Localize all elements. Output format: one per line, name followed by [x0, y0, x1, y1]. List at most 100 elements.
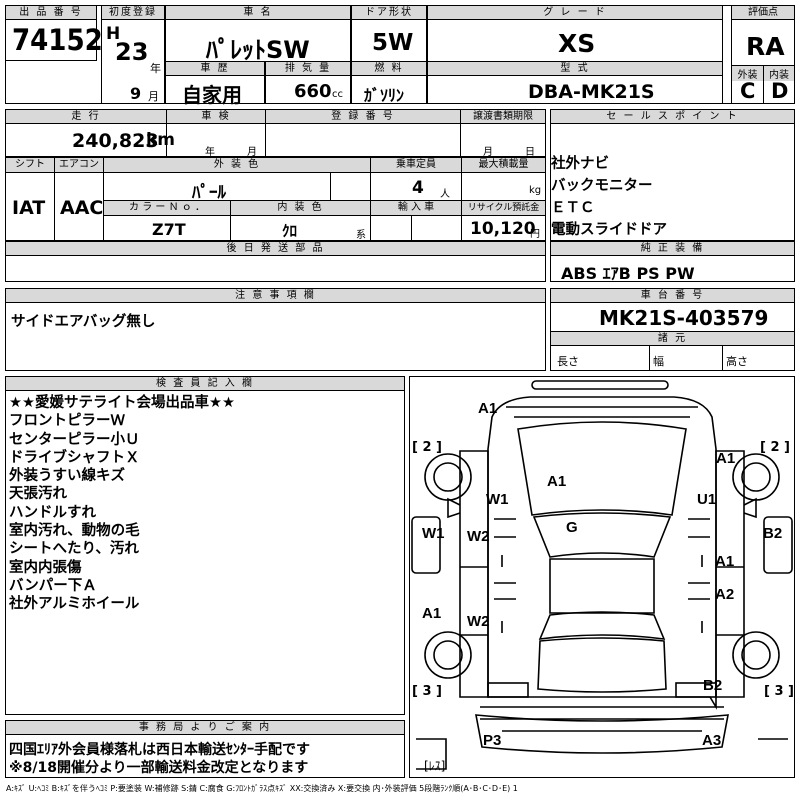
- recycle-unit: 円: [530, 229, 540, 240]
- damage-diagram-box: A1 A1 A1 W1 U1 W1 B2 W2 G A1 A1 A2 W2 B2…: [409, 376, 795, 778]
- inspector-note: シートへたり、汚れ: [9, 541, 139, 558]
- inspection-year-unit: 年: [205, 147, 215, 158]
- inspector-note: フロントピラーＷ: [9, 413, 125, 430]
- sales-point-item: 社外ナビ: [551, 156, 609, 172]
- inspector-box: 検 査 員 記 入 欄 ★★愛媛サテライト会場出品車★★ フロントピラーＷ セン…: [5, 376, 405, 715]
- damage-mark: W2: [467, 528, 490, 545]
- inspector-note: センターピラー小Ｕ: [9, 431, 140, 448]
- office-label: 事 務 局 よ り ご 案 内: [6, 721, 404, 735]
- damage-mark: U1: [697, 491, 717, 508]
- inspector-notes: ★★愛媛サテライト会場出品車★★ フロントピラーＷ センターピラー小Ｕ ドライブ…: [9, 394, 235, 614]
- inspection-label: 車 検: [167, 110, 265, 124]
- recycle-label: リサイクル預託金: [461, 200, 546, 216]
- car-name-value: ﾊﾟﾚｯﾄSW: [206, 36, 310, 64]
- inspector-note: ★★愛媛サテライト会場出品車★★: [9, 395, 235, 411]
- specs-label: 諸 元: [551, 331, 794, 346]
- later-parts-label: 後 日 発 送 部 品: [6, 242, 545, 256]
- int-score-value: D: [771, 79, 789, 103]
- score-box: 評価点 RA 外装 内装 C D: [731, 5, 795, 104]
- first-registration-label: 初度登録: [102, 6, 164, 20]
- damage-mark: A1: [422, 605, 442, 622]
- damage-mark: A1: [478, 400, 498, 417]
- mileage-unit: km: [146, 130, 176, 150]
- doors-box: ドア形状 5W: [351, 5, 427, 62]
- bracket-note: [ 3 ]: [412, 684, 442, 699]
- model-value: DBA-MK21S: [528, 81, 655, 103]
- fuel-value: ｶﾞｿﾘﾝ: [364, 86, 405, 105]
- history-box: 車 歴 自家用: [165, 61, 265, 107]
- height-label: 高さ: [726, 355, 748, 368]
- displacement-value: 660: [294, 81, 332, 102]
- inspector-note: バンパー下Ａ: [9, 577, 97, 594]
- doors-value: 5W: [372, 30, 414, 56]
- damage-mark: W2: [467, 613, 490, 630]
- chassis-value: MK21S-403579: [599, 306, 769, 330]
- mileage-box: 走 行 240,823 km: [5, 109, 175, 157]
- ext-color-value: ﾊﾟｰﾙ: [192, 183, 226, 203]
- damage-mark: G: [566, 519, 578, 536]
- model-box: 型 式 DBA-MK21S: [427, 61, 723, 104]
- lot-number-value: 74152: [12, 23, 103, 57]
- later-parts-box: 後 日 発 送 部 品: [5, 241, 546, 282]
- damage-mark: B2: [703, 677, 723, 694]
- ext-color-label: 外 装 色: [103, 157, 371, 173]
- inspector-note: 社外アルミホイール: [9, 596, 140, 613]
- sales-point-item: ＥＴＣ: [551, 200, 595, 216]
- score-label: 評価点: [732, 6, 794, 20]
- bracket-note: [ 2 ]: [412, 440, 442, 455]
- car-diagram: [411, 380, 793, 770]
- doors-label: ドア形状: [352, 6, 426, 20]
- reg-year-unit: 年: [150, 62, 161, 75]
- fuel-label: 燃 料: [352, 62, 426, 76]
- transfer-doc-box: 譲渡書類期限 月 日: [460, 109, 546, 158]
- reg-month-unit: 月: [148, 90, 159, 103]
- width-label: 幅: [653, 355, 664, 368]
- sales-points-label: セ ー ル ス ポ イ ン ト: [551, 110, 794, 124]
- inspection-month-unit: 月: [247, 147, 257, 158]
- damage-mark: A3: [702, 732, 722, 749]
- damage-mark: A1: [547, 473, 567, 490]
- inspector-note: 外装うすい線キズ: [9, 468, 125, 485]
- displacement-label: 排 気 量: [266, 62, 350, 76]
- damage-mark: A1: [715, 553, 735, 570]
- caution-box: 注 意 事 項 欄 サイドエアバッグ無し: [5, 288, 546, 371]
- registration-label: 登 録 番 号: [266, 110, 460, 124]
- damage-mark: P3: [483, 732, 502, 749]
- history-label: 車 歴: [166, 62, 264, 76]
- ext-score-label: 外装: [732, 66, 763, 81]
- color-no-label: カ ラ ー Ｎ ｏ ．: [103, 200, 231, 216]
- damage-mark: W1: [422, 525, 445, 542]
- inspector-note: 室内内張傷: [9, 559, 82, 576]
- chassis-label: 車 台 番 号: [551, 289, 794, 303]
- capacity-unit: 人: [440, 189, 450, 200]
- registration-box: 登 録 番 号: [265, 109, 461, 157]
- shift-label: シフト: [5, 157, 55, 173]
- grade-value: XS: [558, 29, 596, 58]
- less-note: [ﾚｽ]: [424, 759, 446, 773]
- history-value: 自家用: [182, 83, 242, 107]
- damage-mark: A1: [716, 450, 736, 467]
- model-label: 型 式: [428, 62, 722, 76]
- office-box: 事 務 局 よ り ご 案 内 四国ｴﾘｱ外会員様落札は西日本輸送ｾﾝﾀｰ手配で…: [5, 720, 405, 778]
- import-label: 輸 入 車: [370, 200, 462, 216]
- inspector-note: 室内汚れ、動物の毛: [9, 523, 140, 540]
- legend-text: A:ｷｽﾞ U:ﾍｺﾐ B:ｷｽﾞを伴うﾍｺﾐ P:要塗装 W:補修跡 S:錆 …: [6, 784, 518, 793]
- length-label: 長さ: [557, 355, 579, 368]
- sales-point-item: バックモニター: [551, 178, 653, 194]
- max-load-label: 最大積載量: [461, 157, 546, 173]
- fuel-box: 燃 料 ｶﾞｿﾘﾝ: [351, 61, 427, 105]
- capacity-label: 乗車定員: [370, 157, 462, 173]
- aircon-label: エアコン: [54, 157, 104, 173]
- caution-label: 注 意 事 項 欄: [6, 289, 545, 303]
- chassis-box: 車 台 番 号 MK21S-403579 諸 元 長さ 幅 高さ: [550, 288, 795, 371]
- inspector-note: ドライブシャフトＸ: [9, 449, 140, 466]
- grade-label: グ レ ー ド: [428, 6, 722, 20]
- transfer-month-unit: 月: [483, 147, 493, 158]
- office-line: ※8/18開催分より一部輸送料金改定となります: [9, 760, 309, 776]
- mileage-label: 走 行: [6, 110, 166, 124]
- reg-year-value: 23: [115, 38, 149, 66]
- max-load-unit: kg: [529, 185, 542, 196]
- inspection-box: 車 検 年 月: [166, 109, 266, 158]
- genuine-equip-label: 純 正 装 備: [551, 242, 794, 256]
- sales-points-box: セ ー ル ス ポ イ ン ト 社外ナビ バックモニター ＥＴＣ 電動スライドド…: [550, 109, 795, 241]
